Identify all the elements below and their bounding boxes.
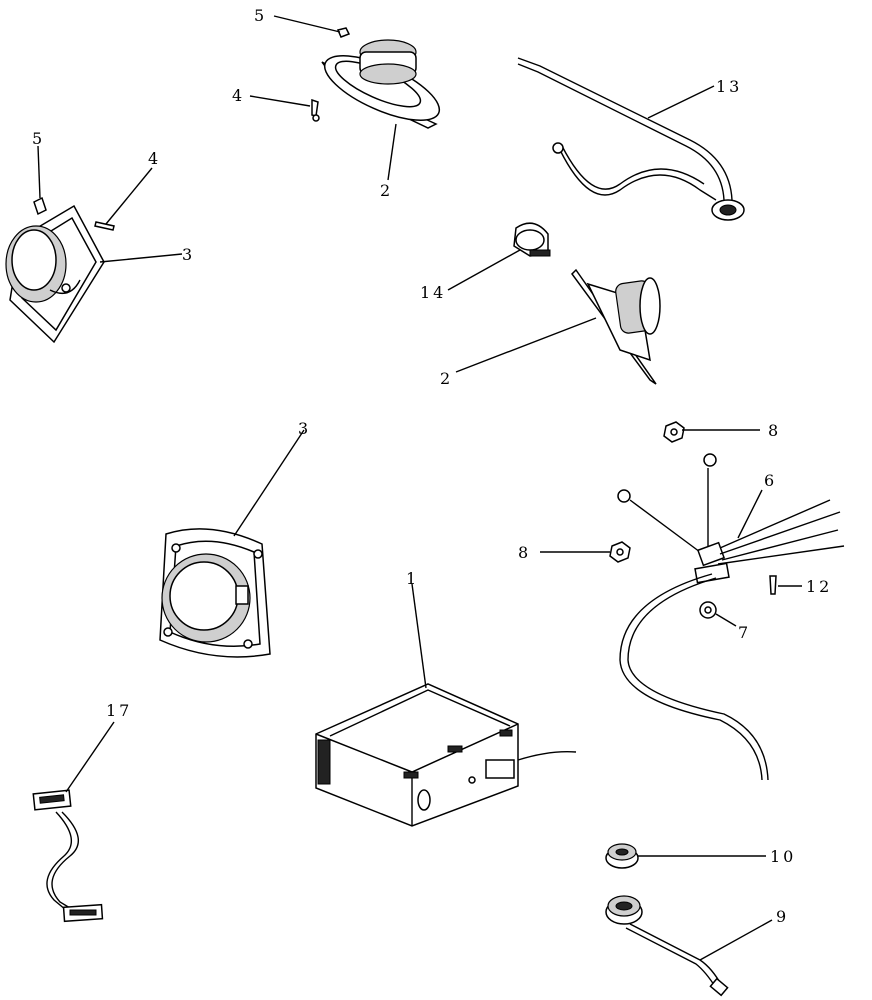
antenna-mount (617, 453, 845, 781)
callout-1: 1 (406, 569, 419, 588)
square-speaker-left (5, 204, 183, 344)
callout-7: 7 (738, 623, 751, 642)
callout-3-center: 3 (298, 419, 311, 438)
cable-clip (447, 222, 551, 291)
lock-washer (699, 601, 737, 627)
callout-17: 17 (106, 701, 132, 720)
clip-nut-left (33, 145, 47, 216)
antenna-extension-cable (605, 895, 773, 997)
square-speaker-center (159, 429, 305, 658)
callout-5-top: 5 (254, 6, 267, 25)
callout-8-top: 8 (768, 421, 781, 440)
callout-10: 10 (770, 847, 796, 866)
callout-12: 12 (806, 577, 832, 596)
callout-14: 14 (420, 283, 446, 302)
radio-unit (315, 583, 577, 827)
antenna-lead (517, 57, 745, 221)
callout-5-left: 5 (32, 129, 45, 148)
grommet (605, 843, 766, 869)
callout-3-left: 3 (182, 245, 195, 264)
clip-nut-top (273, 15, 351, 38)
callout-6: 6 (764, 471, 777, 490)
callout-9: 9 (776, 907, 789, 926)
oval-speaker-top (321, 39, 441, 181)
screw-top (249, 95, 320, 122)
callout-13: 13 (716, 77, 742, 96)
screw-right (769, 575, 802, 595)
callout-4-top: 4 (232, 86, 245, 105)
callout-2-side: 2 (440, 369, 453, 388)
callout-8-middle: 8 (518, 543, 531, 562)
screw-left (94, 167, 153, 231)
oval-speaker-side (455, 268, 661, 385)
wiring-harness (32, 721, 115, 923)
callout-4-left: 4 (148, 149, 161, 168)
nut-middle (540, 541, 631, 563)
nut-top (663, 421, 760, 443)
callout-2-top: 2 (380, 181, 393, 200)
